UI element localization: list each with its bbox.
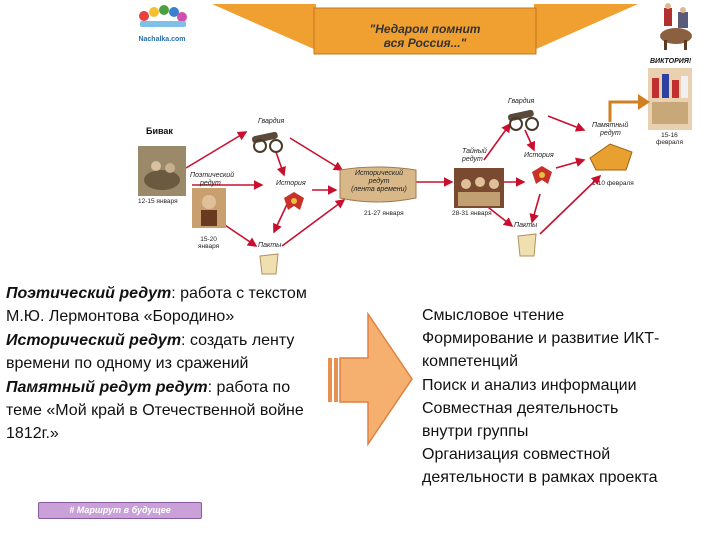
poetic-redoubt-date: 15-20 января [198, 236, 219, 250]
outcome-line-6: внутри группы [422, 423, 529, 441]
poetic-redoubt-line-1: Поэтический [190, 172, 235, 179]
secret-line-1: Тайный [462, 148, 487, 155]
route-to-future-button[interactable]: # Маршрут в будущее [38, 502, 202, 519]
cannon-1-icon [248, 128, 290, 159]
poetic-redoubt-title: Поэтический редут [6, 285, 172, 302]
guard-2-label: Гвардия [508, 98, 535, 105]
secret-line-2: редут [462, 156, 483, 163]
history-1-label: История [276, 180, 306, 187]
historical-line-2: редут [368, 178, 390, 185]
logo-figures-icon [139, 5, 187, 27]
poetic-redoubt-text: : работа с текстом М.Ю. Лермонтова «Боро… [6, 285, 307, 326]
title-banner [210, 0, 640, 62]
outcome-line-3: компетенций [422, 353, 519, 371]
historical-redoubt-date: 21-27 января [364, 210, 404, 217]
eagle-1-icon [282, 190, 306, 219]
historical-redoubt-label: Исторический редут (лента времени) [346, 170, 412, 194]
outcome-line-8: деятельности в рамках проекта [422, 469, 658, 487]
victory-label: ВИКТОРИЯ! [650, 58, 692, 65]
memorial-redoubt-title: Памятный редут редут [6, 378, 208, 396]
eagle-2-icon [530, 164, 554, 193]
left-description: Поэтический редут: работа с текстом М.Ю.… [6, 282, 324, 446]
poetic-redoubt-label: Поэтический редут [190, 172, 234, 188]
memorial-line-1: Памятный [592, 122, 629, 129]
final-date-line-2: февраля [656, 139, 683, 146]
victory-arrow [608, 100, 640, 122]
banner-title: "Недаром помнит вся Россия..." [314, 22, 536, 50]
secret-redoubt-label: Тайный редут [462, 148, 487, 164]
poetic-date-line-2: января [198, 243, 220, 250]
poetic-redoubt-image [192, 188, 226, 228]
scroll-2-icon [514, 232, 540, 263]
pantry-1-label: Пакты [258, 242, 282, 249]
pantry-2-label: Пакты [514, 222, 538, 229]
bivak-image [138, 146, 186, 196]
memorial-redoubt-date: 1-10 февраля [592, 180, 634, 187]
historical-redoubt-shape [336, 164, 420, 213]
memorial-redoubt-label: Памятный редут [592, 122, 628, 138]
outcome-line-2: Формирование и развитие ИКТ- [422, 330, 660, 348]
soldiers-image [654, 2, 700, 52]
logo: Nachalka.com [132, 2, 192, 43]
historical-redoubt-text: : создать ленту времени по одному из сра… [6, 331, 295, 373]
poetic-redoubt-line-2: редут [200, 180, 221, 187]
memorial-redoubt-image [586, 138, 636, 174]
historical-line-1: Исторический [355, 170, 403, 177]
memorial-line-2: редут [600, 130, 621, 137]
outcome-line-4: Поиск и анализ информации [422, 376, 637, 394]
route-arrows [185, 94, 650, 247]
cannon-2-icon [504, 106, 546, 137]
outcome-line-5: Совместная деятельность [422, 399, 619, 417]
banner-line-2: вся Россия..." [383, 36, 467, 50]
logo-text: Nachalka.com [138, 36, 186, 43]
guard-1-label: Гвардия [258, 118, 285, 125]
banner-line-1: "Недаром помнит [369, 22, 481, 36]
poetic-date-line-1: 15-20 [200, 236, 217, 243]
scroll-1-icon [256, 252, 282, 281]
historical-redoubt-title: Исторический редут [6, 331, 182, 349]
outcome-line-7: Организация совместной [422, 446, 611, 464]
victory-image [648, 68, 692, 130]
secret-redoubt-image [454, 168, 504, 208]
outcome-line-1: Смысловое чтение [422, 307, 565, 324]
big-arrow-icon [326, 308, 416, 455]
secret-redoubt-date: 28-31 января [452, 210, 492, 217]
bivak-label: Бивак [146, 126, 173, 136]
history-2-label: История [524, 152, 554, 159]
historical-line-3: (лента времени) [351, 186, 407, 193]
bivak-date: 12-15 января [138, 198, 178, 205]
final-date: 15-16 февраля [656, 132, 683, 146]
final-date-line-1: 15-16 [661, 132, 678, 139]
memorial-redoubt-text: : работа по теме «Мой край в Отечественн… [6, 378, 304, 443]
right-description: Смысловое чтение Формирование и развитие… [422, 304, 718, 490]
